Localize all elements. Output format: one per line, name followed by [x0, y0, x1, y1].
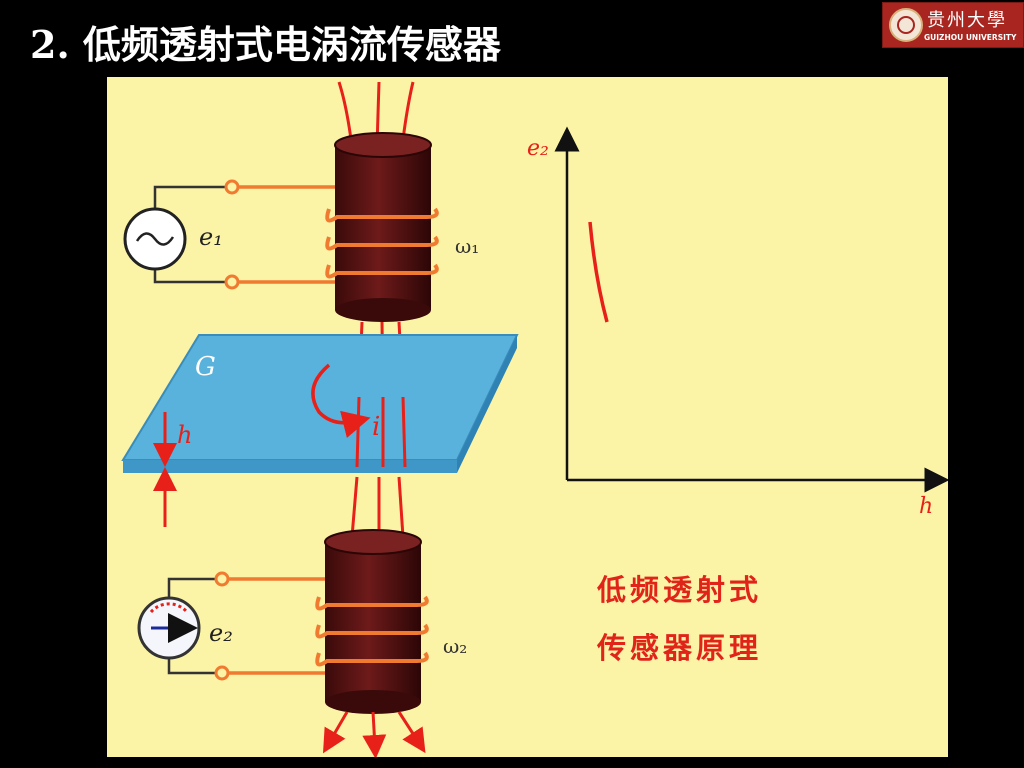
source-lead-wires — [232, 185, 335, 284]
current-label: i — [372, 412, 380, 442]
ac-source-icon — [123, 207, 187, 271]
slide-title: 2. 低频透射式电涡流传感器 — [30, 22, 501, 67]
x-axis-label: h — [919, 494, 933, 519]
output-field-lines — [322, 711, 426, 757]
e2-meter-label: e₂ — [209, 619, 233, 647]
voltmeter-icon — [137, 596, 201, 660]
logo-english-name: GUIZHOU UNIVERSITY — [924, 33, 1017, 42]
source-wires — [153, 185, 232, 284]
upper-coil-windings — [325, 207, 439, 279]
logo-chinese-name: 贵州大學 — [927, 10, 1007, 31]
e2-curve — [588, 221, 609, 323]
plate-label: G — [195, 352, 216, 382]
lower-field-lines — [350, 476, 405, 538]
thickness-label: h — [177, 421, 192, 449]
eddy-current-arrow — [311, 363, 371, 438]
seal-icon — [889, 8, 923, 42]
terminal-bottom-left — [224, 274, 240, 290]
sensor-diagram: e₁ ω₁ G — [121, 81, 948, 757]
graph-axes — [554, 126, 948, 493]
lower-coil — [324, 529, 422, 714]
y-axis-label: e₂ — [527, 136, 549, 161]
terminal-meter-top — [214, 571, 230, 587]
diagram-panel: e₁ ω₁ G — [107, 77, 948, 757]
upper-coil — [334, 132, 432, 322]
e1-label: e₁ — [199, 223, 223, 251]
omega2-label: ω₂ — [443, 634, 467, 658]
lower-coil-windings — [315, 595, 429, 667]
university-logo: 贵州大學 GUIZHOU UNIVERSITY — [882, 2, 1024, 48]
meter-lead-wires — [222, 577, 325, 675]
omega1-label: ω₁ — [455, 234, 479, 258]
terminal-top-left — [224, 179, 240, 195]
terminal-meter-bottom — [214, 665, 230, 681]
caption-line-2: 传感器原理 — [597, 631, 763, 665]
caption-line-1: 低频透射式 — [597, 573, 763, 607]
metal-plate — [121, 334, 519, 473]
